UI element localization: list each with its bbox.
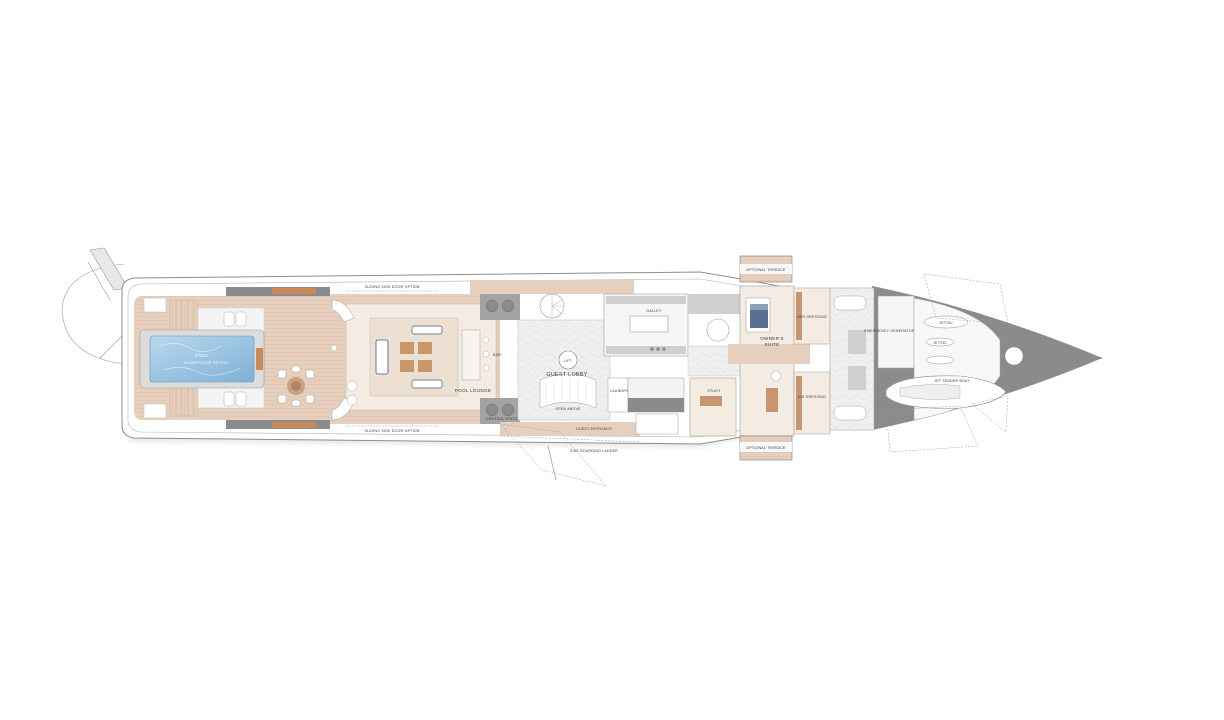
emergency-generator-label: EMERGENCY GENERATOR ROOM [864,329,928,333]
pool-floor-label: GLASS FLOOR OPTION [184,361,228,365]
guest-entrance-label: GUEST ENTRANCE [576,427,612,431]
optional-terrace-top-label: OPTIONAL TERRACE [746,268,786,272]
galley-to-owner-passage [688,294,740,314]
central-station-label: CENTRAL STATION [486,417,522,421]
jetski-top-label: JETSKI [939,321,952,325]
pool-ripples [159,343,241,376]
optional-terrace-bottom [739,435,793,461]
guest-lobby-label: GUEST LOBBY [546,372,587,378]
entrance-stair [635,413,679,435]
galley-label: GALLEY [646,309,662,313]
his-dressing-label: HIS DRESSING [798,395,826,399]
optional-terrace-bottom-label: OPTIONAL TERRACE [746,446,786,450]
jetski-mid-label: JETSKI [933,341,946,345]
guest-lobby [517,293,611,421]
lobby-service-dark [628,398,684,412]
jet-tender-label: JET TENDER BOAT [934,379,970,383]
tender-garage [885,297,1007,421]
pool-label: POOL [195,353,209,358]
galley [603,293,689,357]
stern-gangway [61,247,129,365]
pool-step [256,348,263,370]
study-room [689,377,737,437]
open-above-label: OPEN ABOVE [555,407,581,411]
boarding-ladder [547,445,557,481]
pool-lounge-area [330,294,500,424]
pool-water [149,335,255,383]
aft-dining-table [277,365,315,407]
study-label: STUDY [707,389,721,393]
bow-tip [1006,322,1102,394]
corridor-top [470,280,634,294]
sliding-door-bottom-label: SLIDING SIDE DOOR OPTION [364,429,419,433]
shell-door-outlines [499,273,1009,487]
owners-suite-label-1: OWNER'S [760,336,784,341]
dressings [793,287,875,435]
forward-stair [1004,346,1024,366]
owners-suite-label-2: SUITE [764,342,779,347]
optional-terrace-top [739,255,793,283]
her-dressing-label: HER DRESSING [797,315,827,319]
pool-loungers [223,311,247,407]
laundry-label: LAUNDRY [610,389,629,393]
study-desk [700,396,722,406]
pool-lounge-label: POOL LOUNGE [455,388,492,393]
side-boarding-label: SIDE BOARDING LADDER [570,449,618,453]
bar-label: BAR [493,353,501,357]
laundry-room [607,377,629,413]
service-core [480,294,520,424]
crew-stair [706,318,730,342]
lift-label: LIFT [564,359,573,363]
sliding-door-top-label: SLIDING SIDE DOOR OPTION [364,285,419,289]
corridor-bottom [500,422,640,436]
